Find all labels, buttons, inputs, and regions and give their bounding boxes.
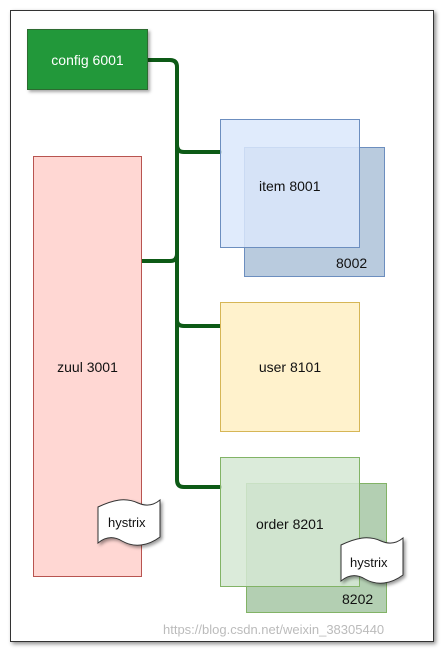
order-8201-node[interactable]: order 8201	[220, 457, 360, 587]
zuul-node[interactable]: zuul 3001	[33, 156, 142, 577]
user-node[interactable]: user 8101	[220, 302, 360, 432]
connector-zuul	[140, 252, 179, 263]
config-label: config 6001	[51, 51, 124, 68]
item-8001-label: item 8001	[259, 178, 321, 194]
zuul-label: zuul 3001	[57, 358, 118, 375]
user-label: user 8101	[258, 359, 322, 375]
connector-config-trunk	[146, 58, 222, 489]
connector-item	[175, 143, 222, 154]
connector-user	[175, 318, 222, 328]
watermark-text: https://blog.csdn.net/weixin_38305440	[163, 622, 385, 637]
order-8202-label: 8202	[342, 591, 374, 607]
hystrix-order-label: hystrix	[350, 555, 388, 570]
hystrix-zuul-shape: hystrix	[97, 498, 161, 546]
hystrix-order-shape: hystrix	[340, 536, 404, 584]
item-8001-node[interactable]: item 8001	[220, 119, 360, 248]
item-8002-label: 8002	[336, 255, 368, 271]
hystrix-zuul-label: hystrix	[108, 515, 146, 530]
order-8201-label: order 8201	[256, 516, 324, 532]
config-node[interactable]: config 6001	[27, 29, 148, 90]
